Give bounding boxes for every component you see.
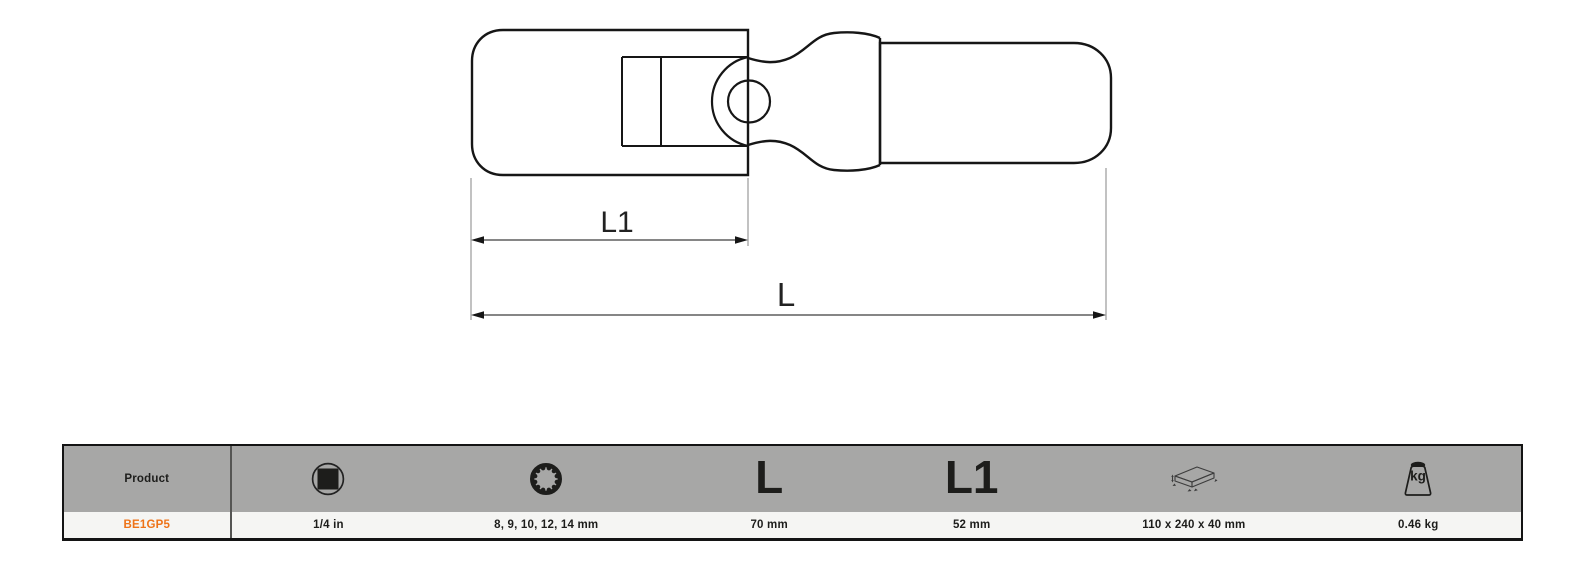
handle-outline: [878, 41, 1113, 165]
twelve-point-socket-icon: [530, 462, 563, 496]
length-l1-value: 52 mm: [871, 512, 1073, 538]
length-l-value: 70 mm: [667, 512, 872, 538]
column-drive-size: 1/4 in: [231, 446, 426, 538]
product-code-cell: BE1GP5: [64, 512, 230, 538]
package-header-cell: [1072, 446, 1316, 512]
technical-drawing: L1 L: [470, 28, 1113, 320]
l1-header-cell: L1: [871, 446, 1073, 512]
yoke-neck-bottom: [747, 139, 881, 172]
dim-arrow-l-right: [1093, 311, 1106, 319]
weight-header-cell: kg: [1315, 446, 1521, 512]
column-package-size: 110 x 240 x 40 mm: [1072, 446, 1316, 538]
dim-label-l: L: [777, 276, 795, 313]
drive-header-cell: [231, 446, 426, 512]
square-drive-icon: [312, 462, 345, 496]
socket-body-outline: [470, 28, 750, 177]
socket-sizes-value: 8, 9, 10, 12, 14 mm: [425, 512, 668, 538]
socket-header-cell: [425, 446, 668, 512]
kg-icon-label: kg: [1410, 469, 1426, 484]
drive-size-value: 1/4 in: [231, 512, 426, 538]
l1-header-label: L1: [944, 451, 999, 503]
dim-arrow-l1-right: [735, 236, 748, 244]
l-header-label: L: [755, 451, 784, 503]
dim-arrow-l1-left: [471, 236, 484, 244]
column-weight: kg 0.46 kg: [1315, 446, 1521, 538]
column-product: Product BE1GP5: [64, 446, 232, 538]
product-header-cell: Product: [64, 446, 230, 512]
dim-arrow-l-left: [471, 311, 484, 319]
column-length-l: L 70 mm: [667, 446, 872, 538]
yoke-arc: [710, 55, 749, 148]
drive-recess-outline: [621, 56, 748, 147]
package-size-value: 110 x 240 x 40 mm: [1072, 512, 1316, 538]
column-socket-sizes: 8, 9, 10, 12, 14 mm: [425, 446, 668, 538]
product-code-link[interactable]: BE1GP5: [123, 519, 171, 531]
yoke-neck-top: [747, 31, 881, 64]
column-length-l1: L1 52 mm: [871, 446, 1073, 538]
package-dimensions-icon: [1171, 466, 1218, 492]
spec-table: Product BE1GP5 1/4 in: [62, 444, 1523, 541]
l-header-cell: L: [667, 446, 872, 512]
product-header-label: Product: [124, 473, 170, 485]
weight-value: 0.46 kg: [1315, 512, 1521, 538]
weight-kg-icon: kg: [1404, 461, 1432, 496]
pivot-pin-hole: [726, 79, 772, 124]
dim-label-l1: L1: [600, 206, 633, 239]
